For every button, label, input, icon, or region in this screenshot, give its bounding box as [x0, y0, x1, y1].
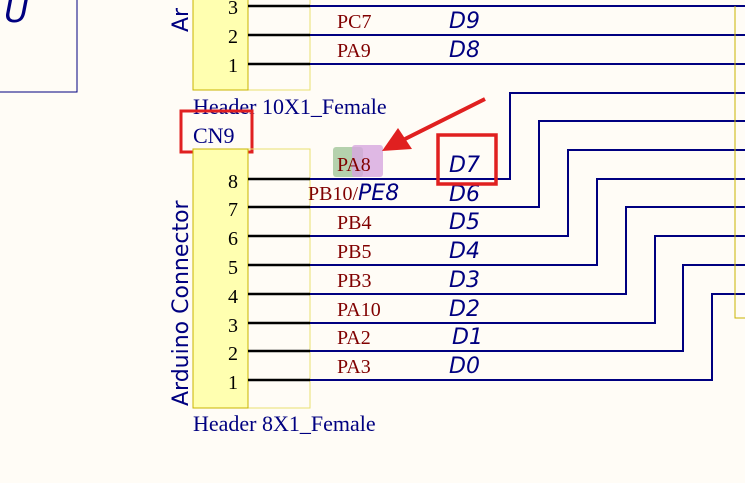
net-label: D2	[449, 297, 480, 322]
pin-number: 5	[228, 257, 238, 279]
header-top-pin-3: 3	[228, 0, 745, 19]
wire-d0	[310, 293, 745, 381]
pin-number: 8	[228, 171, 238, 193]
pin-name: PB4	[337, 212, 371, 234]
pin-name: PA8	[337, 154, 371, 176]
annotation-arrow-head	[382, 128, 412, 151]
pin-name: PA10	[337, 299, 381, 321]
header-top-pin-2: 2 PC7 D9	[228, 9, 745, 48]
net-label: D5	[449, 210, 480, 235]
header-bottom-pin-1: 1 PA3 D0	[228, 354, 480, 394]
wire-d1	[310, 264, 745, 352]
pin-name: PB3	[337, 270, 371, 292]
wire-d4	[310, 178, 745, 266]
header-bottom-pin-2: 2 PA2 D1	[228, 325, 483, 365]
header-bottom-pin-3: 3 PA10 D2	[228, 297, 480, 337]
net-label: D6	[449, 182, 480, 207]
net-label: D9	[449, 9, 480, 34]
net-label: D7	[449, 153, 480, 178]
pin-name: PB5	[337, 241, 371, 263]
header-bottom-pin-4: 4 PB3 D3	[228, 268, 480, 308]
pin-number: 1	[228, 372, 238, 394]
pin-number: 3	[228, 0, 238, 19]
wire-d2	[310, 235, 745, 324]
partial-component-outline	[0, 0, 78, 93]
wire-d5	[310, 149, 745, 237]
pin-name: PA9	[337, 40, 371, 62]
partial-component-text: U	[4, 0, 29, 31]
header-bottom-pin-7: 7 PB10/PE8 D6	[228, 181, 480, 221]
net-label: D8	[449, 38, 480, 63]
net-label: D0	[449, 354, 480, 379]
header-bottom-designator: CN9	[193, 123, 235, 148]
header-top-pin-1: 1 PA9 D8	[228, 38, 745, 77]
pin-name-highlight-purple	[352, 145, 383, 177]
header-bottom-rotated-label: Arduino Connector	[169, 199, 194, 406]
wire-d7	[310, 92, 745, 180]
net-wires	[310, 6, 745, 381]
pin-number: 2	[228, 343, 238, 365]
net-label: D3	[449, 268, 480, 293]
header-bottom-body	[192, 148, 249, 409]
annotations	[382, 97, 498, 186]
pin-name: PB10/PE8	[308, 181, 399, 206]
annotation-arrow-shaft	[404, 97, 486, 141]
pin-name: PA3	[337, 356, 371, 378]
wire-d6	[310, 120, 745, 208]
wire-right-edge	[734, 6, 745, 319]
header-bottom-name: Header 8X1_Female	[193, 411, 376, 436]
partial-component-u: U	[0, 0, 78, 93]
pin-number: 4	[228, 286, 238, 308]
wire-d3	[310, 206, 745, 295]
net-highlight-box	[436, 133, 498, 186]
header-top-rotated-label: Ar	[169, 7, 194, 32]
header-top-name: Header 10X1_Female	[193, 94, 387, 119]
header-bottom-pin-8: 8 PA8 D7	[228, 153, 480, 193]
header-top: Ar 3 2 PC7 D9 1 PA9 D8 Header 10X1_Femal…	[169, 0, 745, 119]
pin-number: 7	[228, 199, 238, 221]
header-top-body	[192, 0, 249, 91]
pin-name-alt: PE8	[358, 181, 399, 206]
pin-name: PA2	[337, 327, 371, 349]
pin-number: 1	[228, 55, 238, 77]
pin-name-primary: PB10/	[308, 183, 358, 205]
pin-number: 2	[228, 26, 238, 48]
net-label: D1	[452, 325, 483, 350]
header-bottom-pin-5: 5 PB5 D4	[228, 239, 480, 279]
pin-number: 3	[228, 315, 238, 337]
header-bottom: CN9 Arduino Connector 8 PA8 D7	[169, 6, 745, 436]
header-bottom-pin-6: 6 PB4 D5	[228, 210, 480, 250]
pin-number: 6	[228, 228, 238, 250]
net-label: D4	[449, 239, 480, 264]
pin-name: PC7	[337, 11, 371, 33]
